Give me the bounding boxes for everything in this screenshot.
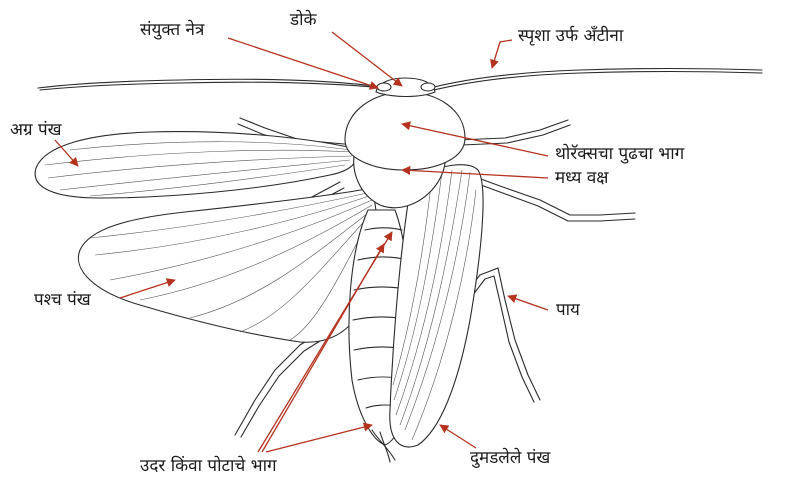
head-label: डोके xyxy=(290,12,317,29)
mesothorax-label: मध्य वक्ष xyxy=(555,170,608,187)
hindwing-shape xyxy=(78,188,377,342)
leg-label: पाय xyxy=(556,302,580,319)
compound-eye-label: संयुक्त नेत्र xyxy=(140,22,204,39)
head-shape xyxy=(376,78,435,97)
forewing-label: अग्र पंख xyxy=(10,122,62,139)
prothorax-shape xyxy=(345,92,465,170)
prothorax-label: थोरॅक्सचा पुढचा भाग xyxy=(555,146,684,163)
hindwing-label: पश्च पंख xyxy=(34,292,91,309)
antenna-label: स्पृशा उर्फ अँटीना xyxy=(518,28,623,45)
abdomen-label: उदर किंवा पोटाचे भाग xyxy=(140,458,277,475)
folded-wing-label: दुमडलेले पंख xyxy=(470,450,550,467)
forewing-shape xyxy=(35,132,356,198)
